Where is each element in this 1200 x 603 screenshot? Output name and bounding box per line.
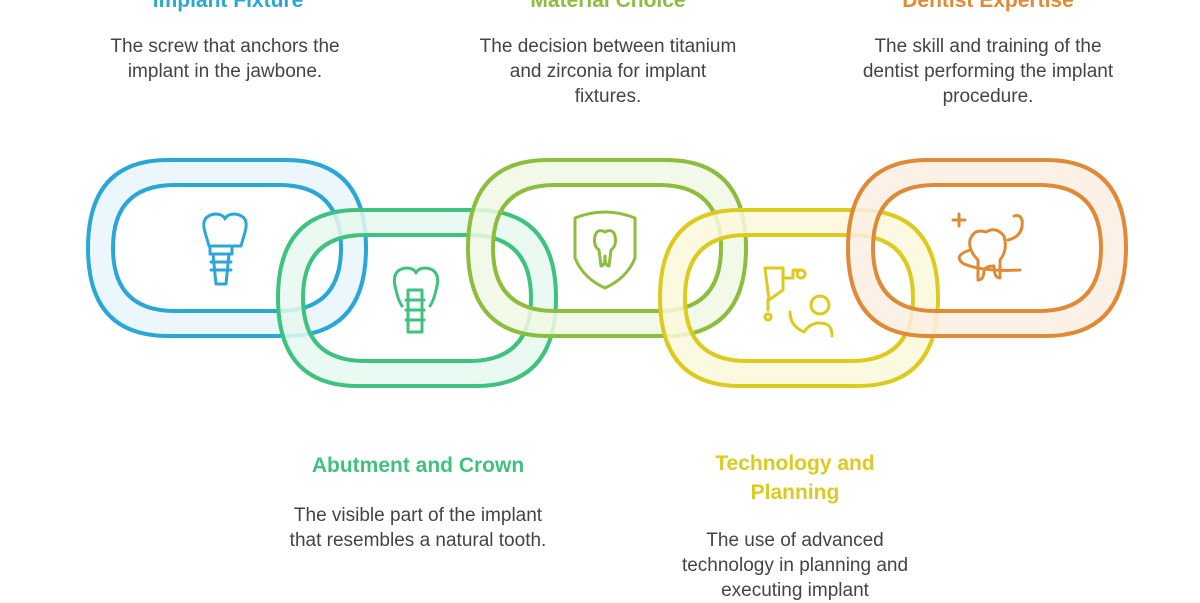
desc-dentist-expertise: The skill and training of the dentist pe… (862, 36, 1114, 107)
link-technology-planning (657, 208, 941, 388)
desc-technology-planning: The use of advanced technology in planni… (681, 530, 909, 601)
dental-technology-icon (763, 266, 834, 338)
link-dentist-expertise (845, 158, 1129, 338)
tooth-shield-icon (573, 210, 637, 290)
desc-implant-fixture: The screw that anchors the implant in th… (110, 36, 340, 82)
title-technology-planning: Technology and Planning (715, 452, 875, 504)
desc-abutment-crown: The visible part of the implant that res… (289, 505, 547, 551)
tooth-care-icon (951, 212, 1024, 282)
link-abutment-crown (275, 208, 559, 388)
implant-crown-icon (392, 266, 440, 334)
title-material-choice: Material Choice (530, 0, 686, 12)
title-dentist-expertise: Dentist Expertise (902, 0, 1074, 12)
dental-implant-icon (202, 212, 248, 286)
title-implant-fixture: Implant Fixture (152, 0, 304, 12)
title-abutment-crown: Abutment and Crown (311, 454, 525, 477)
desc-material-choice: The decision between titanium and zircon… (479, 36, 737, 107)
